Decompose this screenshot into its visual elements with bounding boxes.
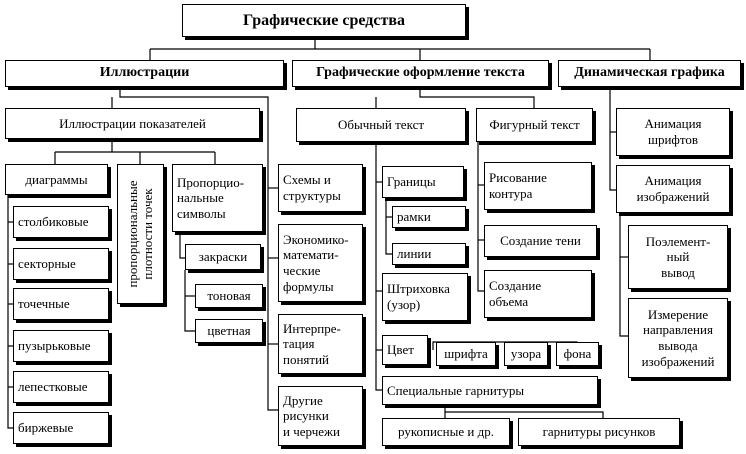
tonal-node: тоновая xyxy=(195,284,263,308)
interpretation-node: Интерпре- тация понятий xyxy=(278,314,363,374)
hatching-node: Штриховка (узор) xyxy=(382,273,468,321)
schemes-node: Схемы и структуры xyxy=(278,164,363,212)
pattern-color-node: узора xyxy=(504,342,548,366)
figured-text-node: Фигурный текст xyxy=(476,108,593,142)
bubble-charts-node: пузырьковые xyxy=(13,330,109,362)
diagrams-node: диаграммы xyxy=(5,164,108,195)
plain-text-node: Обычный текст xyxy=(296,108,466,142)
special-fonts-node: Специальные гарнитуры xyxy=(382,376,598,405)
lines-node: линии xyxy=(392,243,466,265)
shadow-node: Создание тени xyxy=(484,225,597,257)
color-node: Цвет xyxy=(382,335,428,365)
scatter-charts-node: точечные xyxy=(13,288,109,320)
color-fill-node: цветная xyxy=(195,319,263,343)
illustrations-node: Иллюстрации xyxy=(5,60,284,87)
picture-fonts-node: гарнитуры рисунков xyxy=(518,418,680,446)
bar-charts-node: столбиковые xyxy=(13,206,109,238)
contour-node: Рисование контура xyxy=(484,162,592,210)
image-animation-node: Анимация изображений xyxy=(616,165,730,213)
stock-charts-node: биржевые xyxy=(13,412,109,444)
root-node: Графические средства xyxy=(182,4,466,37)
radar-charts-node: лепестковые xyxy=(13,371,109,403)
dynamic-graphics-node: Динамическая графика xyxy=(558,60,741,87)
elementwise-output-node: Поэлемент- ный вывод xyxy=(628,225,728,289)
direction-measure-node: Измерение направления вывода изображений xyxy=(628,298,728,378)
volume-node: Создание объема xyxy=(484,270,592,318)
shading-node: закраски xyxy=(185,244,261,270)
prop-symbols-node: Пропорцио- нальные символы xyxy=(172,164,263,232)
font-color-node: шрифта xyxy=(436,342,496,366)
borders-node: Границы xyxy=(382,166,464,198)
text-design-node: Графические оформление текста xyxy=(292,60,549,87)
indicators-node: Иллюстрации показателей xyxy=(5,108,260,139)
handwritten-fonts-node: рукописные и др. xyxy=(382,418,510,446)
background-color-node: фона xyxy=(556,342,599,366)
density-label: пропорциональные плотности точек xyxy=(124,180,155,288)
other-drawings-node: Другие рисунки и черчежи xyxy=(278,386,363,446)
font-animation-node: Анимация шрифтов xyxy=(616,108,730,156)
frames-node: рамки xyxy=(392,206,466,228)
density-node: пропорциональные плотности точек xyxy=(117,164,164,304)
formulas-node: Экономико- математи- ческие формулы xyxy=(278,224,363,302)
pie-charts-node: секторные xyxy=(13,248,109,280)
